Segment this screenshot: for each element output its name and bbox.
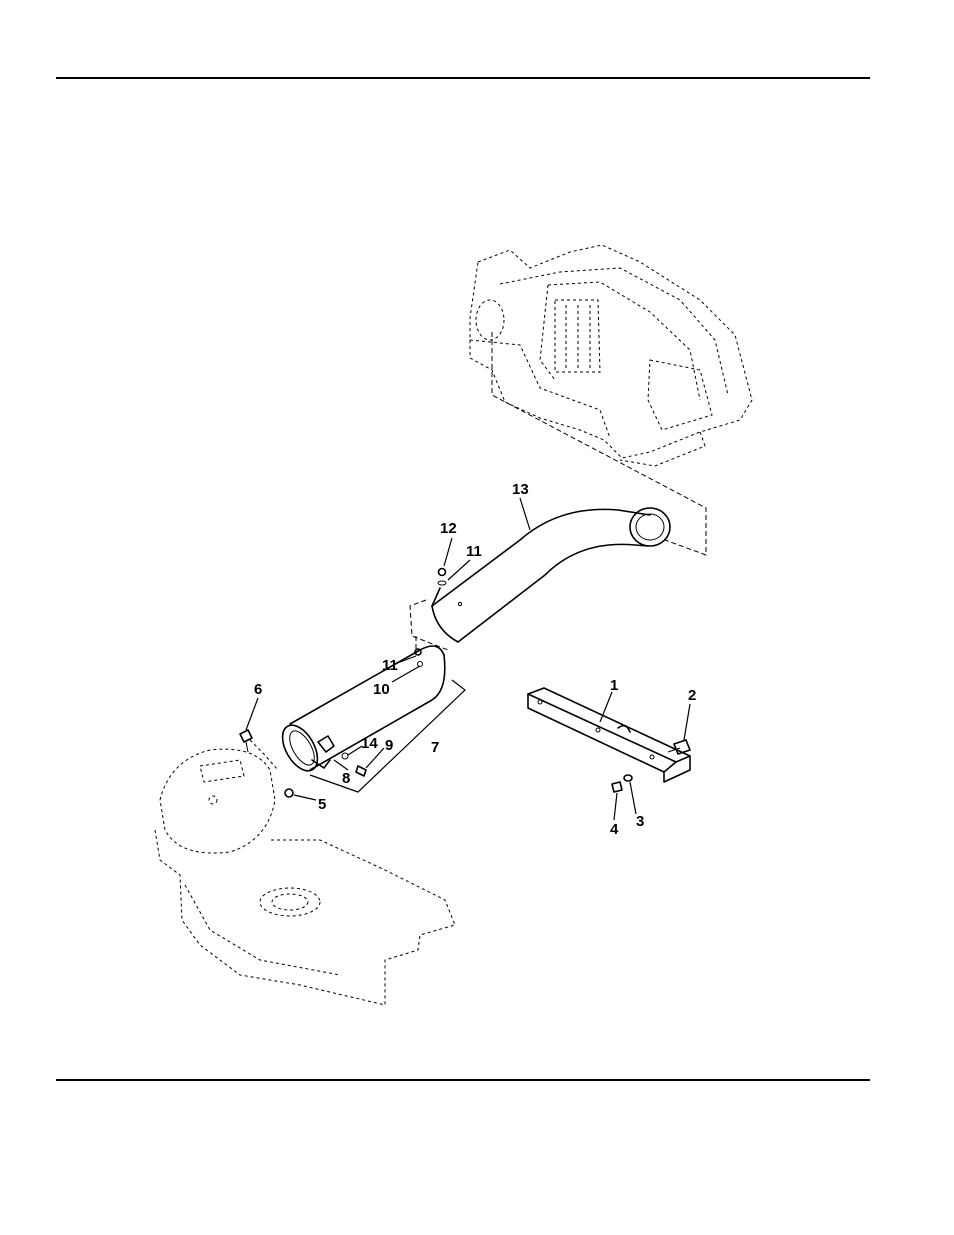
- callout-4: 4: [610, 821, 619, 838]
- callout-10: 10: [373, 681, 390, 698]
- callout-13: 13: [512, 481, 529, 498]
- blower-hardware: [240, 730, 293, 797]
- engine-shroud-phantom: [470, 245, 752, 466]
- callout-14: 14: [361, 735, 378, 752]
- callout-12: 12: [440, 520, 457, 537]
- callout-5: 5: [318, 796, 326, 813]
- callout-2: 2: [688, 687, 696, 704]
- callout-7: 7: [431, 739, 439, 756]
- tube-7: [275, 646, 444, 777]
- curved-pipe-13: [432, 508, 670, 642]
- alignment-line-shroud: [492, 332, 706, 555]
- callout-6: 6: [254, 681, 262, 698]
- callout-1: 1: [610, 677, 618, 694]
- callout-11-lower: 11: [382, 657, 398, 674]
- callout-8: 8: [342, 770, 350, 787]
- callout-9: 9: [385, 737, 393, 754]
- callout-3: 3: [636, 813, 644, 830]
- alignment-line-pipe: [410, 600, 448, 650]
- bracket-1: [528, 688, 690, 792]
- blower-housing-phantom: [155, 740, 455, 1005]
- callout-11-upper: 11: [466, 543, 482, 560]
